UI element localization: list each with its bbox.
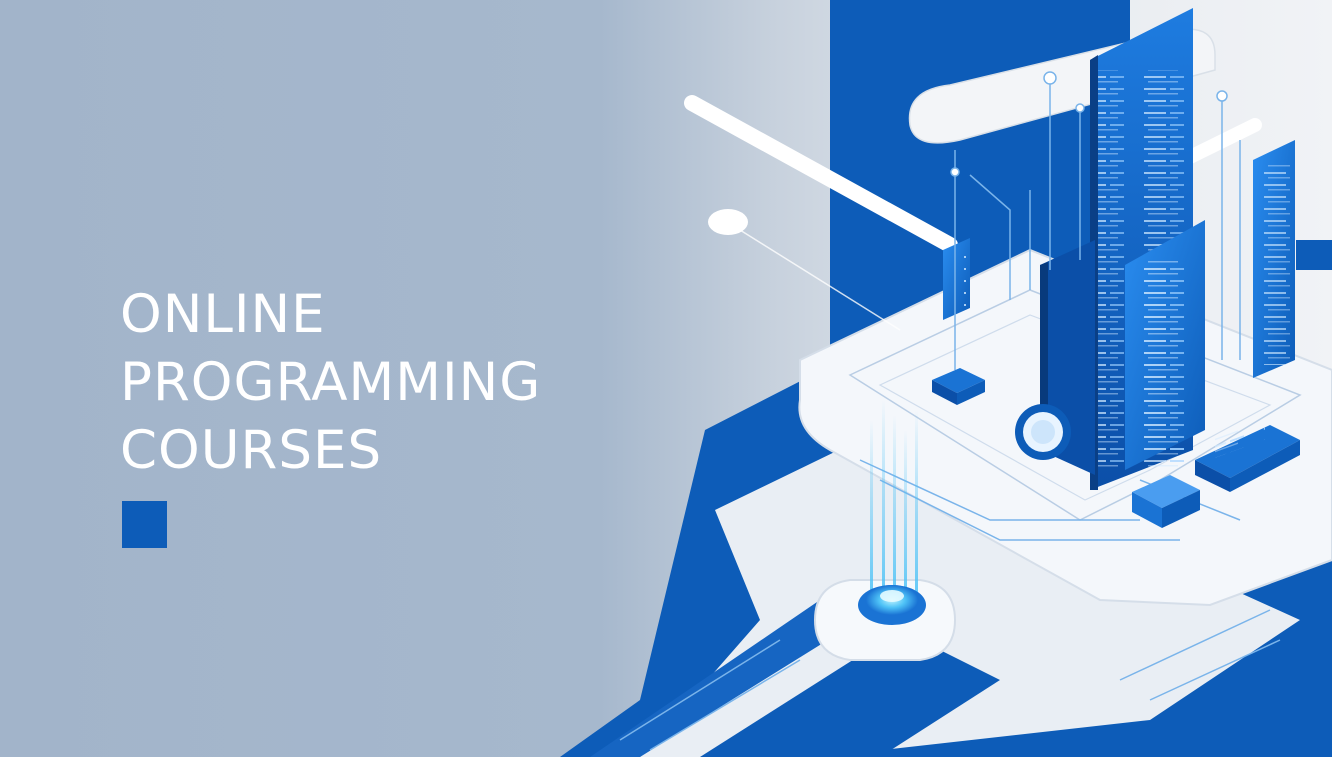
light-base-slab	[640, 430, 1300, 757]
course-headline: ONLINE PROGRAMMING COURSES	[120, 281, 640, 485]
small-node-icon	[932, 368, 985, 405]
light-bar-left	[684, 95, 958, 253]
blue-lower-band	[700, 630, 1000, 757]
accent-square-right	[1256, 675, 1290, 713]
ring-node-icon	[1015, 404, 1071, 460]
platform-inner-ring-2	[878, 314, 1272, 501]
headline-line-3: COURSES	[120, 420, 383, 481]
chip-module-icon	[1195, 419, 1300, 492]
code-panel-icon	[1125, 220, 1205, 470]
floating-card-icon	[943, 238, 970, 320]
connector-block-icon	[1132, 475, 1200, 528]
blue-circuit-band	[590, 600, 860, 757]
side-display-icon	[1253, 140, 1332, 378]
headline-line-2: PROGRAMMING	[120, 352, 542, 413]
glowing-beacon-icon	[813, 400, 957, 661]
floating-pill	[708, 209, 748, 235]
accent-square-left	[122, 501, 167, 548]
headline-line-1: ONLINE	[120, 284, 326, 345]
circuit-trace-icon	[619, 71, 1281, 751]
